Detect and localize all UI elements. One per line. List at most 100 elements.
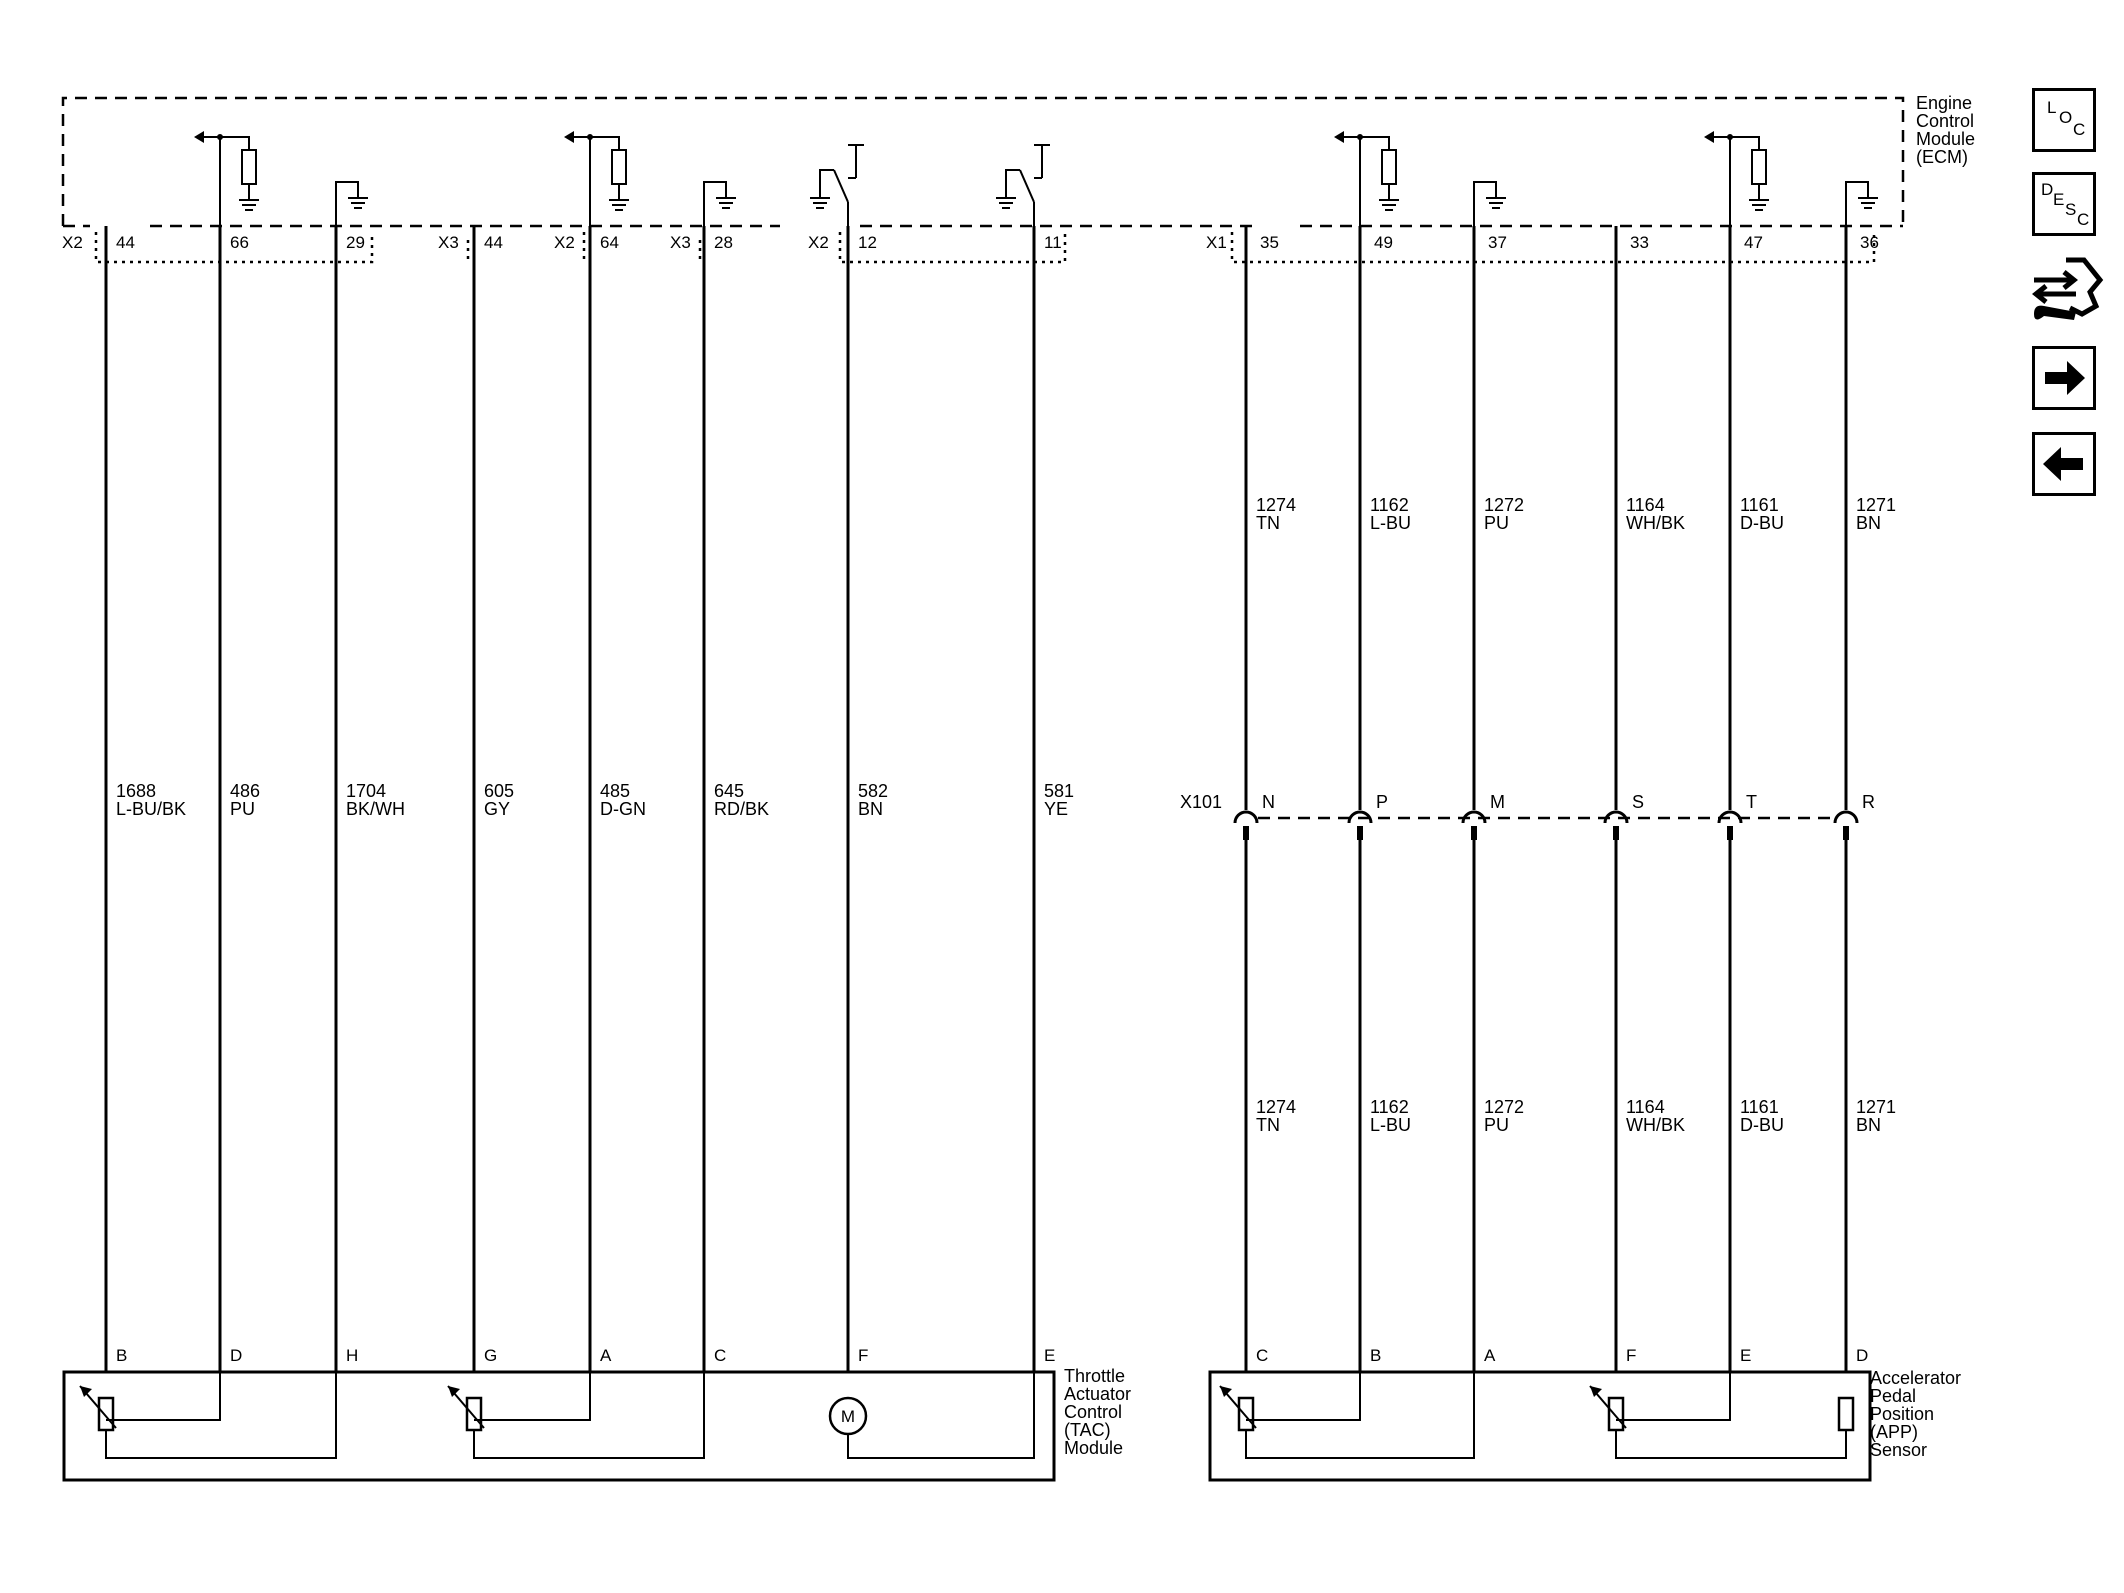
inline-connector-icon [1843,826,1849,840]
desc-icon: D E S C [2041,180,2089,229]
resistor-icon [1381,149,1397,185]
desc-letter: S [2065,200,2076,219]
component-pin: E [1740,1346,1751,1365]
wire-color: L-BU [1370,1115,1411,1135]
circuit-number: 605 [484,781,514,801]
tac-internal-trace [106,1372,221,1421]
ecm-label-line: Engine [1916,93,1972,113]
tac-label-line: (TAC) [1064,1420,1111,1440]
arrow-left-icon [564,131,574,143]
resistor-icon [241,149,257,185]
circuit-number: 1274 [1256,495,1296,515]
x101-pin: N [1262,792,1275,812]
ecm-connector-brackets [94,232,1876,264]
wire-color: L-BU [1370,513,1411,533]
resistor-icon [1751,149,1767,185]
arrow-left-icon [1704,131,1714,143]
tac-label-line: Actuator [1064,1384,1131,1404]
arrow-up-left-icon [448,1386,460,1397]
tac-internal-trace [473,1372,705,1459]
wire-color: D-GN [600,799,646,819]
ecm-pin-number: 47 [1744,233,1763,252]
x101-pin: T [1746,792,1757,812]
wire-color: BN [1856,1115,1881,1135]
wire-color: BN [858,799,883,819]
wire-color: PU [1484,1115,1509,1135]
circuit-number: 1164 [1626,495,1665,515]
arrow-left-icon [1334,131,1344,143]
app-label-line: Pedal [1870,1386,1916,1406]
circuit-number: 1704 [346,781,386,801]
wire-color: PU [1484,513,1509,533]
inline-connector-icon [1727,826,1733,840]
component-tools-icon [2031,257,2104,320]
desc-letter: D [2041,180,2053,199]
connector-id: X2 [554,233,575,252]
tac-label-line: Module [1064,1438,1123,1458]
inline-connector-icon [1233,810,1259,824]
app-internal-trace [1615,1430,1847,1459]
wire-color: PU [230,799,255,819]
potentiometer-icon [465,1396,483,1432]
arrow-left-icon [2043,447,2083,481]
desc-letter: E [2053,190,2064,209]
ecm-pin-number: 12 [858,233,877,252]
ecm-pin-number: 33 [1630,233,1649,252]
ecm-pin-number: 66 [230,233,249,252]
component-pin: B [1370,1346,1381,1365]
junction-dot [1727,134,1733,140]
tac-internal-trace [847,1372,1035,1459]
ecm-input-trace [1359,136,1390,226]
component-pin: F [1626,1346,1636,1365]
x101-connector-label: X101 [1180,792,1222,812]
circuit-number: 1162 [1370,495,1409,515]
location-button[interactable]: L O C [2032,88,2096,152]
wire-color: WH/BK [1626,513,1685,533]
next-page-button[interactable] [2032,346,2096,410]
previous-page-button[interactable] [2032,432,2096,496]
connector-id: X2 [62,233,83,252]
circuit-number: 485 [600,781,630,801]
wire-color: D-BU [1740,1115,1784,1135]
app-label-line: Position [1870,1404,1934,1424]
circuit-number: 1272 [1484,495,1524,515]
wire-color: BK/WH [346,799,405,819]
potentiometer-icon [1237,1396,1255,1432]
ecm-label-line: Module [1916,129,1975,149]
wire-color: D-BU [1740,513,1784,533]
x101-pin: S [1632,792,1644,812]
inline-connector-icon [1243,826,1249,840]
app-internal-trace [1245,1372,1475,1459]
resistor-icon [611,149,627,185]
app-sensor-box [1208,1370,1872,1482]
inline-connector-icon [1833,810,1859,824]
tac-module-box [62,1370,1056,1482]
ecm-pin-number: 49 [1374,233,1393,252]
component-pin: A [1484,1346,1496,1365]
ecm-pin-number: 64 [600,233,619,252]
circuit-number: 1162 [1370,1097,1409,1117]
connector-id: X3 [438,233,459,252]
component-pin: E [1044,1346,1055,1365]
component-pin: F [858,1346,868,1365]
circuit-number: 581 [1044,781,1074,801]
ecm-input-trace [1729,136,1760,226]
ecm-input-trace [589,136,620,226]
connector-id: X3 [670,233,691,252]
ecm-pin-number: 11 [1044,233,1062,252]
connector-bracket-x1 [1230,232,1876,264]
circuit-number: 1272 [1484,1097,1524,1117]
junction-dot [1357,134,1363,140]
app-sensor: Accelerator Pedal Position (APP) Sensor [1208,1368,1961,1482]
switch-icon [819,169,834,198]
app-internal-trace [1616,1372,1731,1421]
description-button[interactable]: D E S C [2032,172,2096,236]
app-label-line: Sensor [1870,1440,1927,1460]
junction-dot [587,134,593,140]
component-pin: C [1256,1346,1268,1365]
component-pin: C [714,1346,726,1365]
ecm-label-line: (ECM) [1916,147,1968,167]
component-tools-button[interactable] [2026,252,2106,332]
loc-icon: L O C [2047,98,2085,139]
